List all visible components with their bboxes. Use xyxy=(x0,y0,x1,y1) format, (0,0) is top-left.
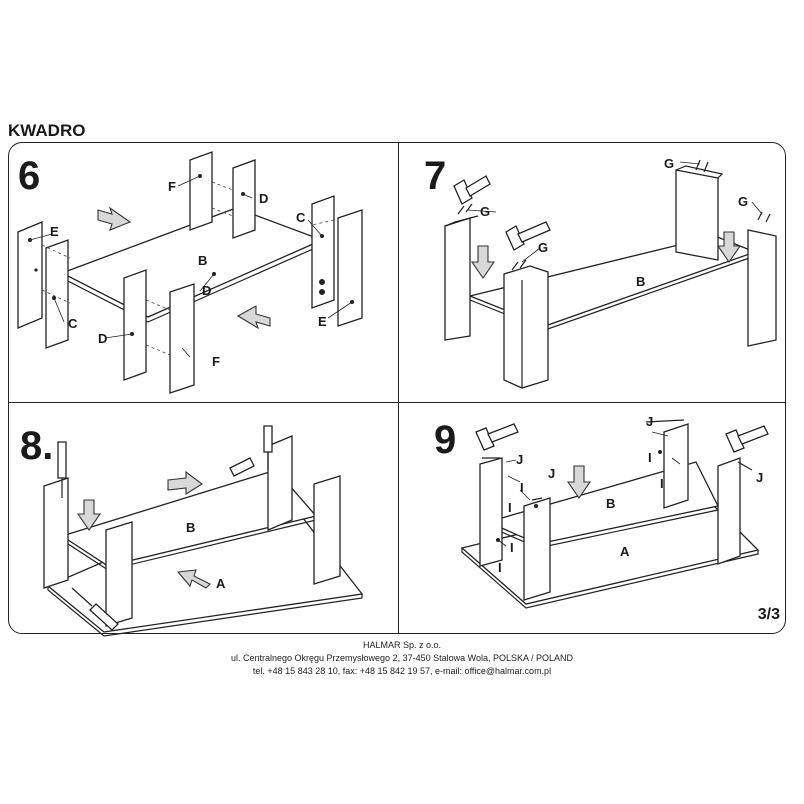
side-panel-right xyxy=(747,229,777,347)
panel-d-back-right xyxy=(232,159,256,239)
label-i-5: I xyxy=(510,540,514,555)
footer-company: HALMAR Sp. z o.o. xyxy=(362,640,442,650)
side-panel-back-right xyxy=(663,423,689,509)
footer-contact: tel. +48 15 843 28 10, fax: +48 15 842 1… xyxy=(252,666,552,676)
screwdriver-icon-4 xyxy=(89,603,119,631)
instruction-frame xyxy=(8,142,786,634)
label-c-right: C xyxy=(296,210,306,225)
label-e-left: E xyxy=(50,224,59,239)
side-panel-right xyxy=(717,457,741,565)
label-f-front: F xyxy=(212,354,220,369)
label-i-1: I xyxy=(648,450,652,465)
label-d-back: D xyxy=(259,191,268,206)
panel-d-front xyxy=(123,269,147,381)
vertical-divider xyxy=(398,142,399,634)
side-panel-front-left xyxy=(523,497,551,601)
label-j-left: J xyxy=(516,452,523,467)
label-a: A xyxy=(620,544,630,559)
side-panel-back-right xyxy=(267,435,293,531)
label-j-mid: J xyxy=(548,466,555,481)
step-8-diagram: B A xyxy=(43,425,364,637)
panel-f-back-left xyxy=(189,151,213,231)
panel-e-left xyxy=(17,221,43,329)
insert-arrow-left xyxy=(97,206,132,231)
label-a: A xyxy=(216,576,226,591)
screwdriver-icon-2 xyxy=(263,425,273,453)
side-panel-front-left xyxy=(105,521,133,627)
down-arrow-left xyxy=(470,245,496,279)
down-arrow-left xyxy=(76,499,102,531)
horizontal-divider xyxy=(8,402,786,403)
side-panel-left xyxy=(479,457,503,567)
hammer-icon-2 xyxy=(725,429,745,453)
footer-address: ul. Centralnego Okręgu Przemysłowego 2, … xyxy=(230,653,573,663)
label-b: B xyxy=(606,496,615,511)
label-i-2: I xyxy=(660,476,664,491)
side-panel-front-left xyxy=(503,265,549,389)
side-panel-back-right xyxy=(675,169,719,261)
label-j-right: J xyxy=(756,470,763,485)
insert-arrow-right xyxy=(236,305,271,330)
label-g-top: G xyxy=(664,156,674,171)
label-j-top: J xyxy=(646,414,653,429)
down-arrow-center xyxy=(566,465,592,499)
label-f-back: F xyxy=(168,179,176,194)
label-b: B xyxy=(636,274,645,289)
label-g-right: G xyxy=(738,194,748,209)
side-panel-left xyxy=(444,217,471,341)
step-6-diagram: F D C E B D C D F E xyxy=(17,151,363,394)
step-number-9: 9 xyxy=(434,418,457,462)
step-7-diagram: B G G G G xyxy=(444,156,777,389)
step-number-8: 8. xyxy=(20,424,54,468)
label-d-front: D xyxy=(98,331,107,346)
label-g-front: G xyxy=(538,240,548,255)
down-arrow-right xyxy=(716,231,742,263)
panel-e-right xyxy=(337,209,363,327)
hammer-icon-2 xyxy=(505,225,525,251)
label-e-right: E xyxy=(318,314,327,329)
label-g-left: G xyxy=(480,204,490,219)
panel-c-left xyxy=(45,239,69,349)
label-b: B xyxy=(198,253,207,268)
label-i-6: I xyxy=(498,560,502,575)
step-number-6: 6 xyxy=(18,154,41,198)
label-i-3: I xyxy=(520,480,524,495)
insert-arrow-top xyxy=(167,470,203,495)
step-number-7: 7 xyxy=(424,154,447,198)
screwdriver-icon-1 xyxy=(57,441,67,479)
label-c-left: C xyxy=(68,316,78,331)
hammer-icon-1 xyxy=(475,427,495,451)
step-9-diagram: B A J J J J I I I I I I xyxy=(460,414,769,609)
label-i-4: I xyxy=(508,500,512,515)
insert-arrow-bottom xyxy=(176,569,211,589)
label-b: B xyxy=(186,520,195,535)
hammer-icon-1 xyxy=(453,179,473,205)
side-panel-right xyxy=(313,475,341,585)
product-title: KWADRO xyxy=(8,121,86,140)
page-number: 3/3 xyxy=(757,606,780,623)
screwdriver-icon-3 xyxy=(229,457,255,477)
label-d-mid: D xyxy=(202,283,211,298)
panel-f-front xyxy=(169,283,195,394)
side-panel-left xyxy=(43,477,69,589)
panel-c-right xyxy=(311,195,335,309)
